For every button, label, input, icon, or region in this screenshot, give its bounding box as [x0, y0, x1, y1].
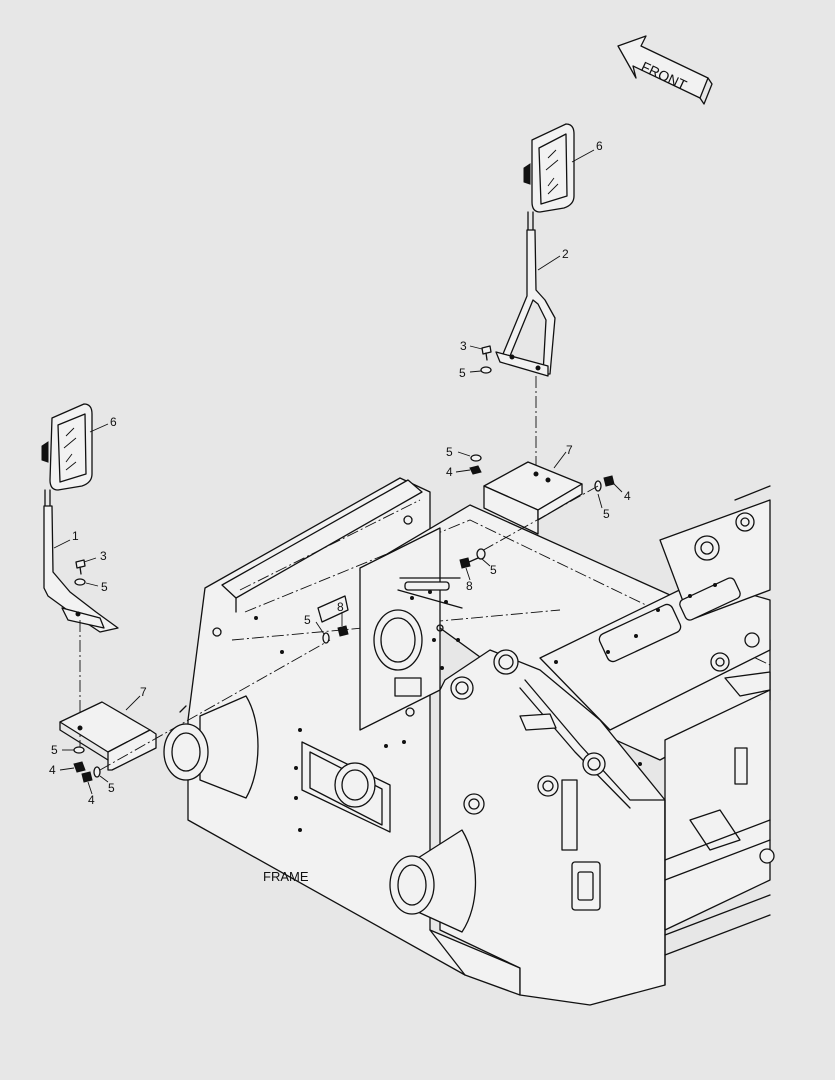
callout-bolt-right-low: 8 — [466, 579, 473, 593]
stay-left — [43, 489, 119, 633]
frame-label: FRAME — [263, 869, 309, 884]
callout-mirror-right: 6 — [596, 139, 603, 153]
nut-right — [469, 465, 482, 475]
washer-left-5 — [74, 578, 86, 586]
callout-washer-right-side: 5 — [603, 507, 610, 521]
bolt-left-3 — [75, 559, 86, 575]
nut-right-side — [603, 475, 615, 487]
callout-nut-right: 4 — [446, 465, 453, 479]
washer-left-c — [93, 766, 101, 778]
callout-washer-right-low: 5 — [490, 563, 497, 577]
callout-washer-frame: 5 — [304, 613, 311, 627]
nut-left-b — [81, 771, 93, 783]
callout-washer-right: 5 — [459, 366, 466, 380]
bolt-right-3 — [481, 345, 492, 361]
callout-washer-left-b: 5 — [51, 743, 58, 757]
callout-washer-left-c: 5 — [108, 781, 115, 795]
callout-bracket-right: 7 — [566, 443, 573, 457]
mirror-right — [523, 123, 575, 213]
leader-lines — [53, 149, 623, 795]
callout-nut-right-side: 4 — [624, 489, 631, 503]
bolt-right-low — [459, 557, 479, 569]
washer-frame — [322, 632, 330, 644]
bracket-right — [483, 461, 583, 535]
callout-nut-left-a: 4 — [49, 763, 56, 777]
callout-bolt-right: 3 — [460, 339, 467, 353]
bracket-left — [59, 701, 157, 771]
machine-frame — [163, 477, 775, 1006]
callout-bolt-left: 3 — [100, 549, 107, 563]
callout-bracket-left: 7 — [140, 685, 147, 699]
washer-left-b — [73, 746, 85, 754]
front-arrow-icon: FRONT — [617, 35, 713, 105]
callout-nut-left-b: 4 — [88, 793, 95, 807]
stay-right — [495, 211, 556, 377]
callout-labels: 6 2 3 5 7 5 4 4 5 8 5 6 1 3 5 5 8 7 5 4 … — [49, 139, 631, 807]
callout-stay-right: 2 — [562, 247, 569, 261]
bolt-frame — [337, 625, 349, 637]
washer-right-b — [470, 454, 482, 462]
callout-mirror-left: 6 — [110, 415, 117, 429]
nut-left-a — [73, 761, 86, 773]
callout-washer-left: 5 — [101, 580, 108, 594]
callout-bolt-frame: 8 — [337, 600, 344, 614]
callout-stay-left: 1 — [72, 529, 79, 543]
washer-right-low — [476, 548, 486, 560]
callout-washer-right-b: 5 — [446, 445, 453, 459]
washer-right-5 — [480, 366, 492, 374]
mirror-left — [41, 403, 93, 491]
